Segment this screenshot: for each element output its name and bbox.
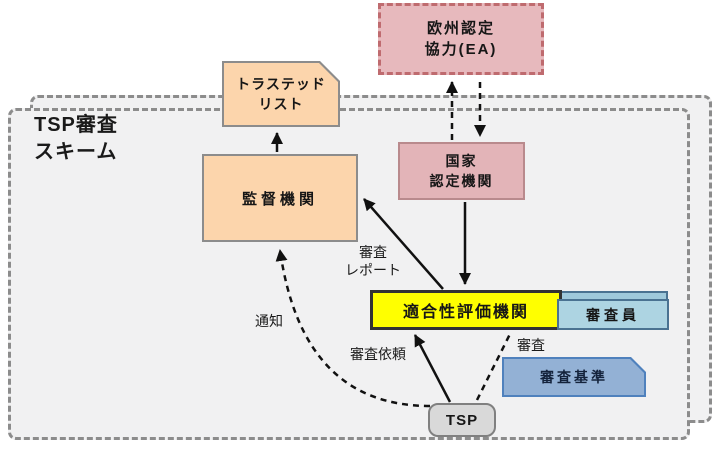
auditor-label: 審査員 xyxy=(586,306,640,323)
audit-request-text: 審査依頼 xyxy=(350,346,406,362)
frame-title-line2: スキーム xyxy=(34,141,118,163)
notification-text: 通知 xyxy=(255,313,283,329)
node-auditor: 審査員 xyxy=(557,299,669,330)
node-audit-criteria: 審査基準 xyxy=(502,357,646,397)
node-trusted-list: トラステッド リスト xyxy=(222,61,340,127)
node-national-line2: 認定機関 xyxy=(429,173,494,189)
node-national-line1: 国家 xyxy=(445,153,478,169)
tsp-label: TSP xyxy=(445,411,479,429)
trusted-list-label: トラステッド リスト xyxy=(222,61,340,127)
node-ea-line2: 協力(EA) xyxy=(424,41,498,58)
audit-criteria-label: 審査基準 xyxy=(502,357,646,397)
supervisory-body-label: 監督機関 xyxy=(241,190,318,208)
audit-text: 審査 xyxy=(517,337,545,353)
node-national-accreditation-body: 国家 認定機関 xyxy=(398,142,525,200)
node-ea-line1: 欧州認定 xyxy=(426,20,495,37)
trusted-list-line2: リスト xyxy=(258,96,304,112)
edge-label-audit-request: 審査依頼 xyxy=(334,345,422,363)
node-supervisory-body: 監督機関 xyxy=(202,154,358,242)
audit-report-line1: 審査 xyxy=(359,244,387,260)
frame-title: TSP審査 スキーム xyxy=(34,112,154,166)
node-conformity-assessment-body: 適合性評価機関 xyxy=(370,290,562,330)
cab-label: 適合性評価機関 xyxy=(402,304,529,321)
frame-title-line1: TSP審査 xyxy=(34,114,118,136)
audit-report-line2: レポート xyxy=(345,262,401,278)
audit-criteria-fill xyxy=(504,359,644,395)
edge-label-audit-report: 審査 レポート xyxy=(336,243,410,279)
node-european-accreditation: 欧州認定 協力(EA) xyxy=(378,3,544,75)
edge-label-notification: 通知 xyxy=(246,312,292,330)
node-tsp: TSP xyxy=(428,403,496,437)
trusted-list-fill xyxy=(224,63,338,125)
audit-criteria-text: 審査基準 xyxy=(540,369,608,385)
edge-label-audit: 審査 xyxy=(509,336,553,354)
trusted-list-line1: トラステッド xyxy=(236,76,326,92)
